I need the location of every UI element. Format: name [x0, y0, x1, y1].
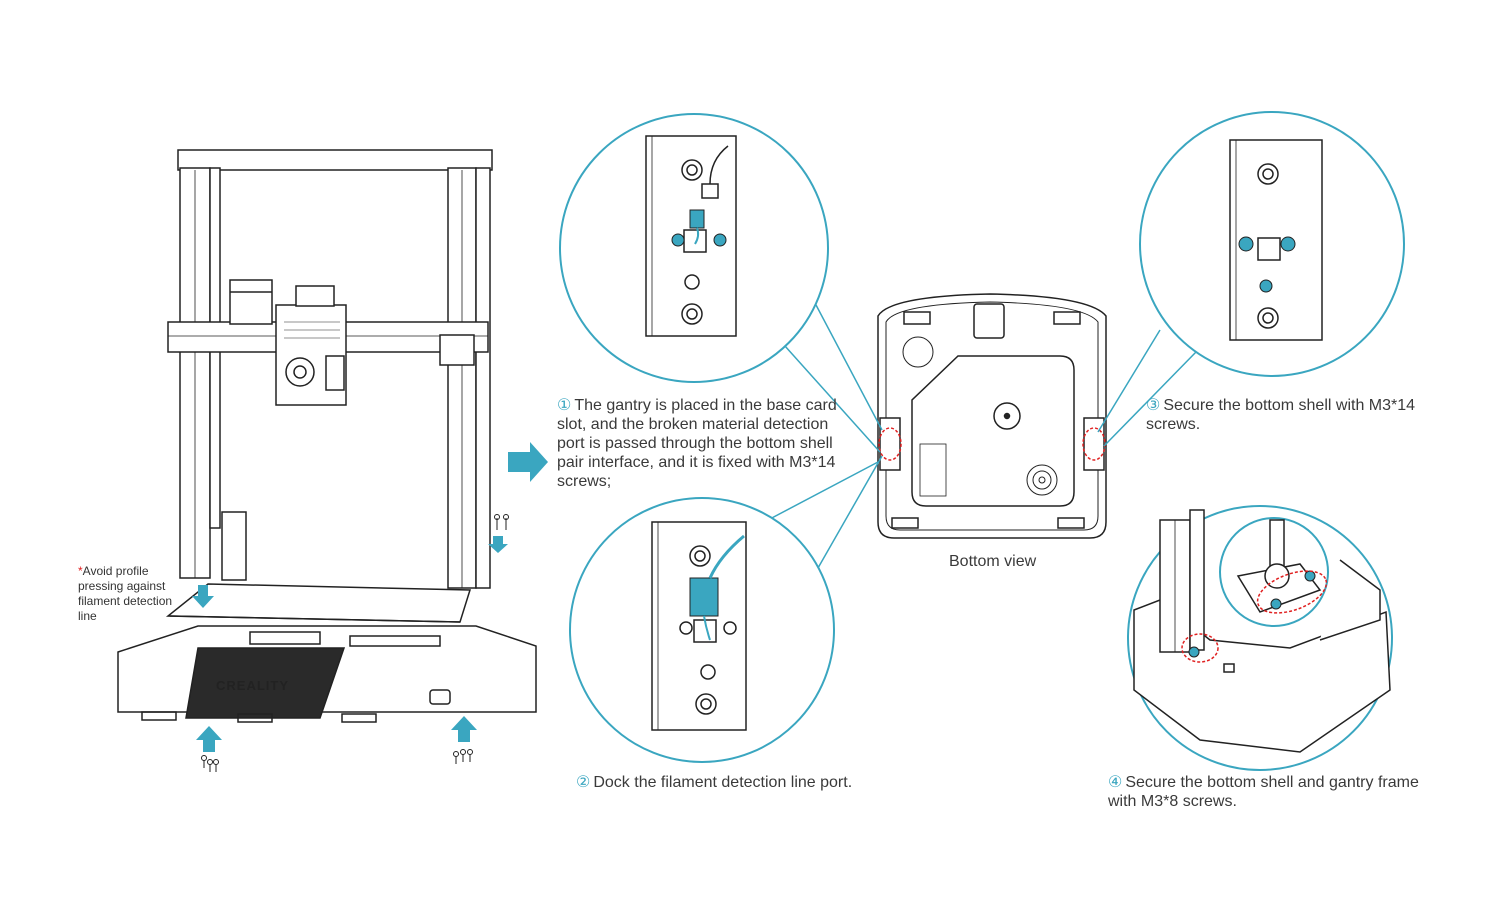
detail-circle-3	[1139, 111, 1405, 377]
up-arrow-icon	[451, 716, 477, 742]
bottom-view-illustration	[877, 293, 1107, 539]
step-2-number: ②	[576, 774, 591, 791]
step-2-text: Dock the filament detection line port.	[593, 774, 853, 791]
warning-star: *	[78, 564, 83, 578]
detail-circle-4	[1127, 505, 1393, 771]
up-arrow-icon	[196, 726, 222, 752]
detail-circle-2	[569, 497, 835, 763]
callout-lines	[767, 285, 1197, 569]
warning-text: Avoid profile pressing against filament …	[78, 564, 173, 623]
step-4-number: ④	[1108, 774, 1123, 791]
detail-circle-1	[559, 113, 829, 383]
down-arrow-icon	[488, 536, 508, 553]
screw-direction-arrows	[192, 536, 508, 752]
warning-note: *Avoid profile pressing against filament…	[78, 564, 188, 624]
step-3-number: ③	[1146, 397, 1161, 414]
step-3-text: Secure the bottom shell with M3*14 screw…	[1146, 397, 1416, 433]
down-arrow-icon	[192, 585, 214, 608]
right-arrow-icon	[508, 442, 548, 482]
step-4-text: Secure the bottom shell and gantry frame…	[1108, 774, 1419, 810]
printer-illustration	[117, 149, 537, 772]
bottom-view-label: Bottom view	[949, 553, 1037, 570]
step-1-number: ①	[557, 397, 572, 414]
step-1-text: The gantry is placed in the base card sl…	[557, 397, 837, 490]
printer-brand-label: CREALITY	[216, 678, 289, 693]
